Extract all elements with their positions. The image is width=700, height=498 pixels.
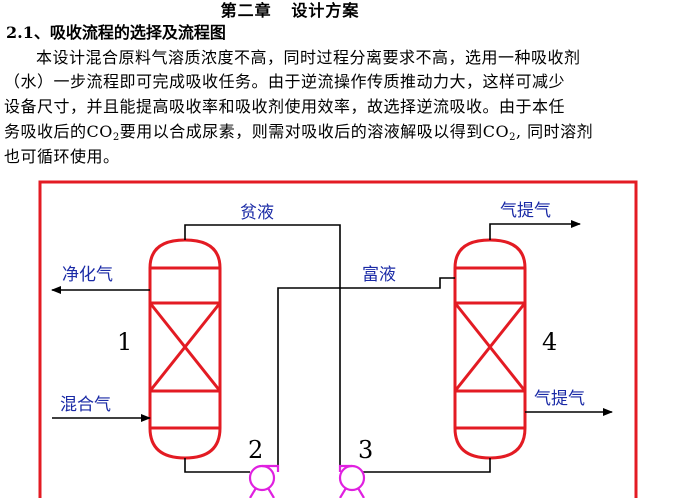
label-unit-4: 4	[542, 328, 557, 356]
absorber-packing-box	[148, 301, 222, 393]
label-stripped-gas-top: 气提气	[500, 201, 551, 221]
section-heading: 2.1、吸收流程的选择及流程图	[6, 23, 226, 42]
stripper-packing-cross-2	[453, 302, 527, 392]
label-unit-3: 3	[358, 436, 373, 464]
paragraph-line-5: 也可循环使用。	[4, 147, 120, 166]
pump-3-icon	[338, 464, 366, 498]
rich-liquid-pipe	[277, 277, 455, 470]
pump-2-icon	[248, 464, 280, 498]
label-lean-liquid: 贫液	[240, 203, 274, 223]
co2-main: CO	[86, 122, 113, 141]
stripped-gas-top-arrow	[489, 220, 581, 240]
absorber-packing-cross-2	[148, 302, 222, 392]
label-purified-gas: 净化气	[62, 265, 113, 285]
absorber-column	[148, 238, 222, 460]
co2-formula: CO2	[86, 122, 120, 143]
lean-liquid-pipe	[184, 224, 341, 470]
stripper-column	[453, 238, 527, 460]
diagram-frame	[38, 180, 638, 498]
stripper-packing-box	[453, 301, 527, 393]
co2-subscript-2: 2	[509, 132, 516, 143]
label-rich-liquid: 富液	[362, 265, 396, 285]
lean-liquid-to-stripper-bottom	[352, 458, 491, 473]
chapter-title: 第二章 设计方案	[220, 1, 360, 20]
paragraph-line-2: （水）一步流程即可完成吸收任务。由于逆流操作传质推动力大，这样可减少	[4, 72, 566, 91]
paragraph-line-3: 设备尺寸，并且能提高吸收率和吸收剂使用效率，故选择逆流吸收。由于本任	[4, 97, 566, 116]
paragraph-line-4-part-a: 务吸收后的	[4, 122, 87, 141]
paragraph-line-4-part-b: 要用以合成尿素，则需对吸收后的溶液解吸以得到	[119, 122, 483, 141]
label-unit-1: 1	[117, 328, 132, 356]
co2-main-2: CO	[482, 122, 510, 141]
label-stripped-gas-side: 气提气	[534, 389, 585, 409]
label-unit-2: 2	[248, 436, 263, 464]
label-mixed-gas: 混合气	[60, 395, 111, 415]
co2-formula-2: CO2	[482, 122, 516, 143]
co2-subscript: 2	[112, 132, 120, 143]
rich-liquid-pipe-bottom	[184, 458, 250, 473]
paragraph-line-4-part-c: , 同时溶剂	[516, 122, 594, 141]
paragraph-line-1: 本设计混合原料气溶质浓度不高，同时过程分离要求不高，选用一种吸收剂	[36, 48, 581, 67]
paragraph-line-4: 务吸收后的CO2要用以合成尿素，则需对吸收后的溶液解吸以得到CO2, 同时溶剂	[4, 120, 593, 150]
